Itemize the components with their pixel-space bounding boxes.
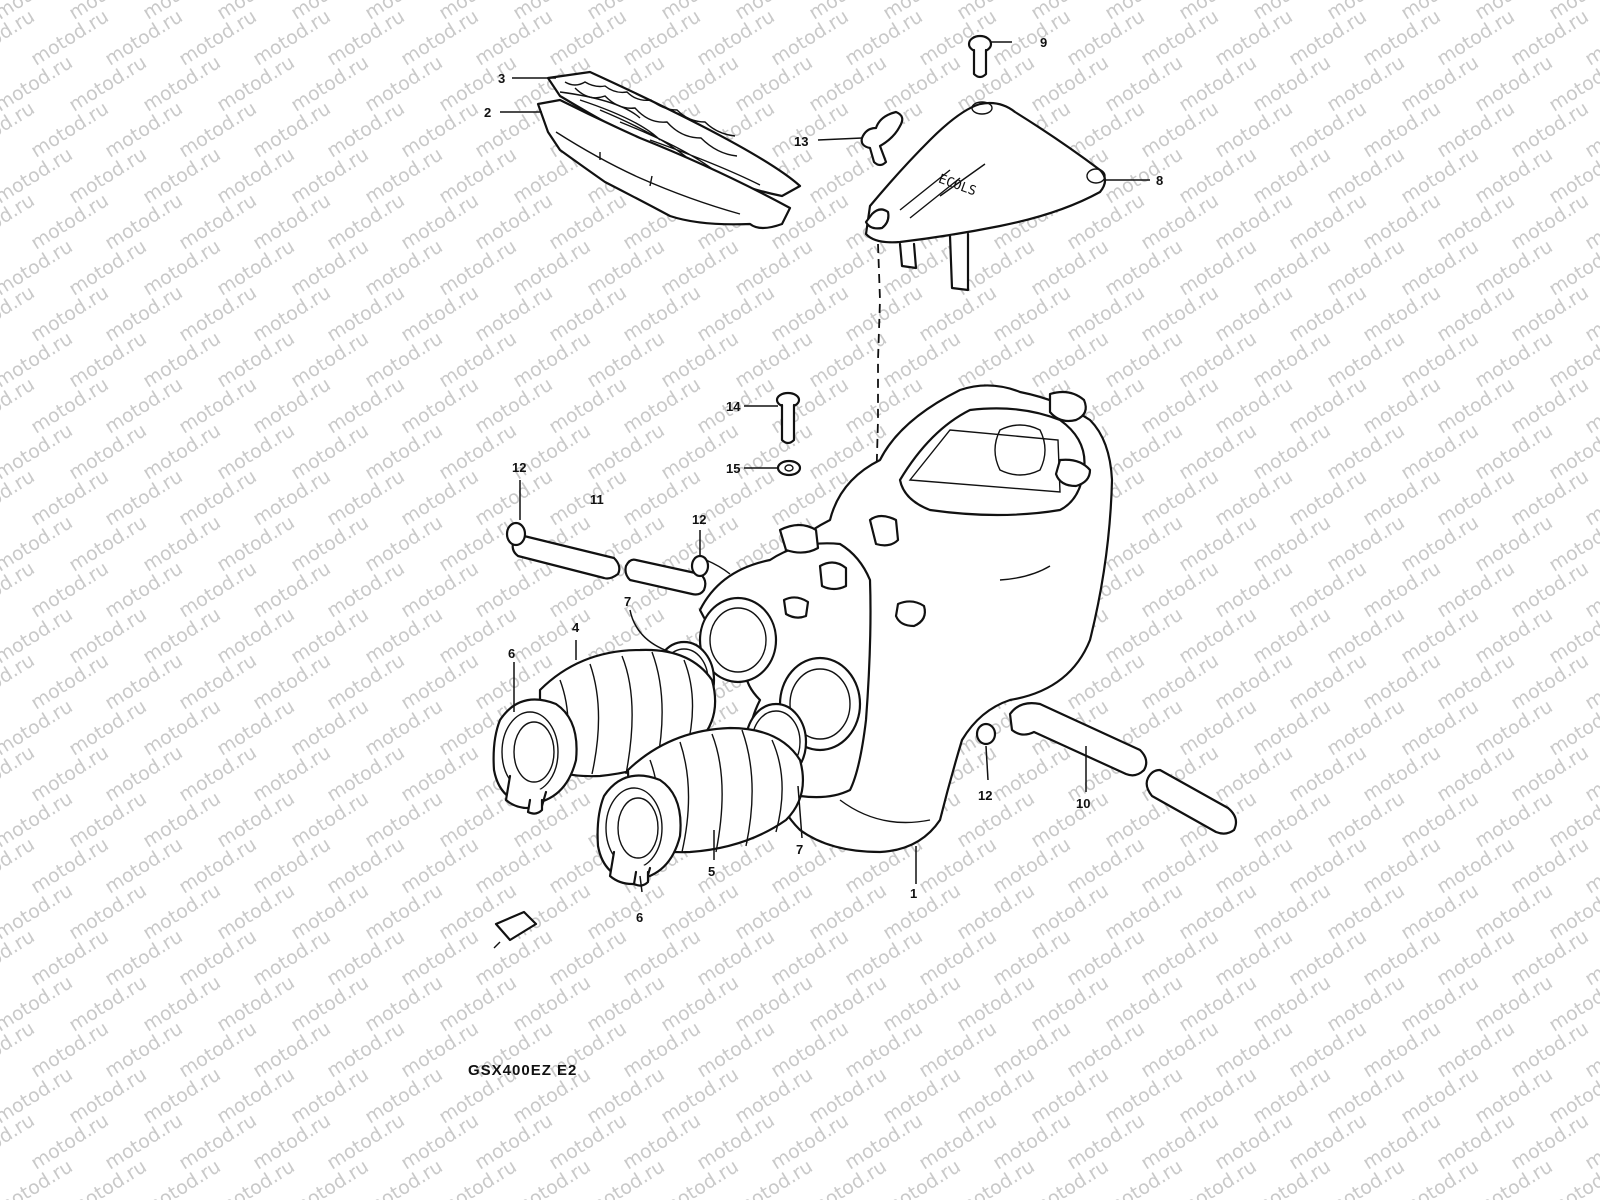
callout-7-lower: 7 <box>796 842 803 857</box>
callout-7-upper: 7 <box>624 594 631 609</box>
screw-14-part <box>775 391 801 445</box>
assembly-line <box>875 243 881 491</box>
callout-labels: 1 2 3 4 5 6 6 7 7 8 9 10 11 12 12 12 13 … <box>484 35 1163 925</box>
callout-14: 14 <box>726 399 741 414</box>
callout-12-mid: 12 <box>692 512 706 527</box>
clamp-12-mid-part <box>690 554 731 578</box>
callout-6-upper: 6 <box>508 646 515 661</box>
callout-12-right: 12 <box>978 788 992 803</box>
model-code-label: GSX400EZ E2 <box>468 1062 577 1079</box>
hose-10-part <box>1008 702 1238 835</box>
callout-1: 1 <box>910 886 917 901</box>
callout-15: 15 <box>726 461 740 476</box>
callout-12-left: 12 <box>512 460 526 475</box>
callout-10: 10 <box>1076 796 1090 811</box>
clamp-6-upper-part <box>492 698 578 815</box>
callout-6-lower: 6 <box>636 910 643 925</box>
callout-5: 5 <box>708 864 715 879</box>
clamp-12-right-part <box>975 722 997 746</box>
filter-base-plate-part <box>536 98 792 230</box>
callout-13: 13 <box>794 134 808 149</box>
hose-11-part <box>511 534 707 596</box>
callout-2: 2 <box>484 105 491 120</box>
callout-4: 4 <box>572 620 580 635</box>
callout-8: 8 <box>1156 173 1163 188</box>
washer-15-part <box>776 459 802 477</box>
clamp-12-left-part <box>505 521 527 547</box>
callout-9: 9 <box>1040 35 1047 50</box>
callout-11: 11 <box>590 492 604 507</box>
cover-8-part: ECOLS <box>864 101 1107 292</box>
leader-lines <box>500 41 1150 893</box>
wing-screw-13-part <box>860 110 904 167</box>
bolt-9-part <box>967 34 993 79</box>
callout-3: 3 <box>498 71 505 86</box>
small-tag-part <box>493 910 538 949</box>
clamp-6-lower-part <box>596 774 682 887</box>
